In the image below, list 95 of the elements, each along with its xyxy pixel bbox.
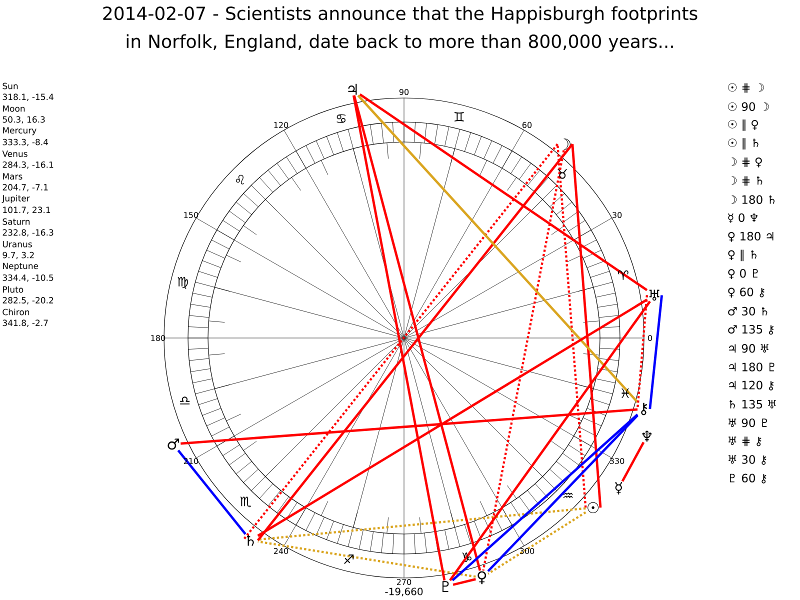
position-value: 284.3, -16.1 [2,161,54,169]
planet-glyph: ♆ [642,430,652,442]
planet-name: Saturn [2,218,30,225]
degree-label: 240 [274,548,288,554]
zodiac-glyph: ♋ [336,114,346,123]
planet-glyph: ♅ [649,290,660,301]
aspect-line [258,540,476,578]
position-value: 334.4, -10.5 [2,274,54,282]
aspect-line [482,150,565,571]
aspect-entry: ☽ ⋕ ♀ [731,157,762,168]
aspect-line [257,298,648,537]
planet-name: Mercury [3,127,36,136]
aspect-entry: ☉ ∥ ♀ [728,120,758,131]
position-value: 318.1, -15.4 [2,94,54,101]
degree-label: 270 [396,578,412,586]
aspect-entry: ☉ ⋕ ☽ [728,83,764,93]
aspect-entry: ♀ ∥ ♄ [728,250,756,262]
aspect-line [180,408,638,445]
aspect-entry: ♂ 30 ♄ [728,306,768,316]
aspect-entry: ☽ 180 ♄ [731,195,775,204]
aspect-entry: ♅ ⋕ ⚷ [728,436,762,446]
degree-label: 150 [184,212,198,218]
planet-glyph: ⚷ [641,402,648,416]
zodiac-glyph: ♎ [180,396,190,404]
planet-name: Jupiter [2,194,30,204]
aspect-line [556,144,587,508]
planet-name: Uranus [2,241,32,248]
planet-glyph: ♀ [478,571,486,584]
position-value: 50.3, 16.3 [2,116,45,124]
aspect-line [487,511,586,575]
zodiac-glyph: ♒ [563,492,573,498]
aspect-entry: ♄ 135 ♅ [730,400,776,409]
aspect-entry: ♃ 180 ♇ [729,362,774,372]
aspect-line [636,295,648,410]
position-value: 204.7, -7.1 [2,184,48,192]
planet-name: Mars [3,173,22,180]
position-value: 9.7, 3.2 [2,252,34,260]
planet-glyph: ☉ [588,502,599,514]
zodiac-glyph: ♓ [621,388,630,398]
title: 2014-02-07 - Scientists announce that the Happisburgh footprints in Norfolk, England, date back to more than 800,000 years... [103,6,698,52]
aspect-entry: ♂ 135 ⚷ [728,324,774,335]
aspect-line [357,94,638,403]
zodiac-glyph: ♐ [344,554,354,564]
aspect-entry: ♃ 90 ♅ [729,344,768,353]
zodiac-glyph: ♌ [236,174,244,184]
planet-name: Neptune [3,262,38,271]
aspect-entry: ♅ 90 ♇ [728,418,767,428]
degree-label: 120 [274,122,288,128]
aspect-entry: ☽ ⋕ ♄ [731,176,762,186]
aspect-entry: ♃ 120 ⚷ [729,380,774,390]
aspect-line [177,450,246,535]
position-value: 341.8, -2.7 [2,320,48,327]
aspect-line [621,442,645,482]
aspect-line [452,414,638,582]
degree-label: 30 [612,212,622,218]
planet-glyph: ♃ [348,84,357,95]
aspect-entry: ☉ 90 ☽ [728,102,769,111]
position-value: 282.5, -20.2 [2,297,54,304]
position-value: 101.7, 23.1 [3,206,50,214]
degree-label: 90 [399,88,409,96]
aspect-entry: ♀ 0 ♇ [728,269,758,279]
zodiac-glyph: ♊ [454,112,464,122]
planet-glyph: ♄ [247,534,254,546]
planet-name: Moon [3,105,25,112]
aspect-line [571,144,602,508]
degree-label: 330 [610,458,624,464]
aspect-entry: ♇ 60 ⚷ [730,474,766,484]
aspect-line [487,414,638,572]
aspect-entry: ♅ 30 ⚷ [728,455,766,465]
position-value: 232.8, -16.3 [2,229,54,237]
zodiac-glyph: ♍ [178,276,188,289]
aspect-line [449,300,651,582]
aspect-line [352,95,446,581]
planet-glyph: ☿ [615,482,622,495]
aspect-line [359,93,648,292]
aspect-line [452,578,476,586]
aspect-entry: ☉ ∥ ♄ [728,138,758,150]
degree-label: 60 [522,122,532,128]
aspect-line [352,95,482,571]
planet-glyph: ♂ [168,438,179,450]
zodiac-glyph: ♉ [558,169,568,179]
aspect-entry: ♀ 180 ♃ [728,232,774,242]
planet-name: Pluto [3,286,24,293]
aspect-line [648,295,663,410]
degree-label: 0 [648,334,652,342]
aspect-entry: ☿ 0 ♆ [728,213,758,224]
planet-name: Sun [2,82,18,90]
year-label: -19,660 [385,588,423,596]
zodiac-glyph: ♏ [240,496,252,508]
aspect-line [258,507,586,541]
planet-glyph: ♇ [442,581,449,592]
aspect-entry: ♀ 60 ⚷ [728,288,764,298]
planet-name: Chiron [2,308,30,316]
position-value: 333.3, -8.4 [2,138,48,146]
planet-name: Venus [2,150,28,157]
